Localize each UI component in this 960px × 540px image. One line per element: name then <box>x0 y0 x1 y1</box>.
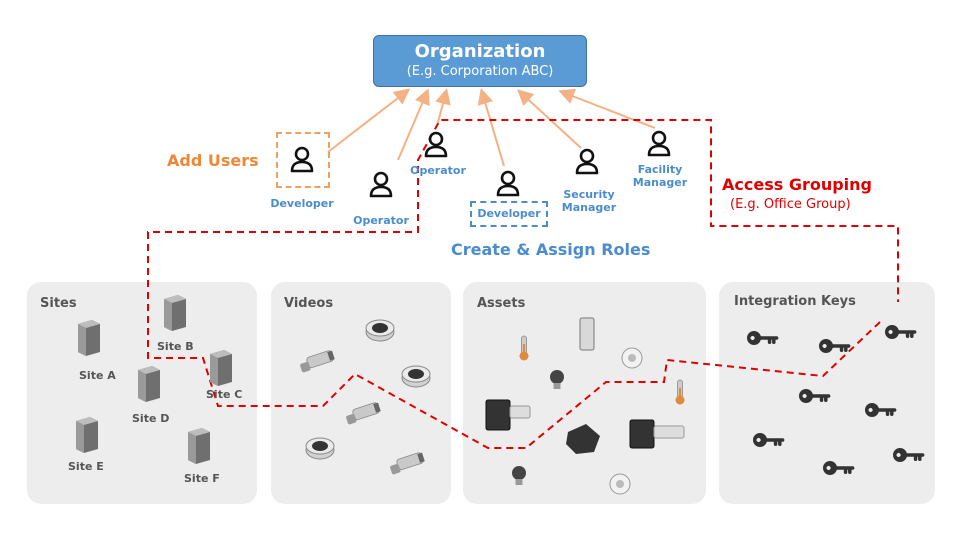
building-icon <box>138 366 160 402</box>
dome-camera-icon <box>305 437 335 460</box>
user-role-label: Facility Manager <box>632 163 688 189</box>
smoke-detector-icon <box>609 473 631 495</box>
user-icon <box>575 148 599 175</box>
site-label: Site B <box>157 340 194 353</box>
security-camera-icon <box>389 451 426 476</box>
dome-camera-icon <box>365 319 395 342</box>
card-icon <box>509 405 531 419</box>
site-label: Site A <box>79 369 116 382</box>
key-icon <box>860 391 898 429</box>
site-label: Site F <box>184 472 220 485</box>
key-icon <box>818 449 856 487</box>
security-camera-icon <box>345 401 382 426</box>
key-icon <box>814 327 852 365</box>
building-icon <box>210 350 232 386</box>
user-role-label: Operator <box>353 214 409 227</box>
user-role-label: Operator <box>410 164 466 177</box>
user-role-label: Security Manager <box>561 188 617 214</box>
user-icon <box>647 130 671 157</box>
security-camera-icon <box>299 349 336 374</box>
assets-title: Assets <box>477 296 526 311</box>
key-icon <box>888 436 926 474</box>
door-sensor-icon <box>579 317 595 351</box>
access-grouping-title: Access Grouping <box>722 175 873 194</box>
organization-node: Organization (E.g. Corporation ABC) <box>373 35 587 87</box>
organization-subtitle: (E.g. Corporation ABC) <box>406 64 554 79</box>
building-icon <box>164 295 186 331</box>
card-reader-icon <box>485 399 511 431</box>
key-icon <box>880 313 918 351</box>
card-reader-icon <box>629 419 655 449</box>
thermometer-icon <box>519 335 529 361</box>
access-grouping-line <box>147 119 899 449</box>
dome-camera-icon <box>401 365 431 388</box>
site-label: Site E <box>68 460 104 473</box>
sites-title: Sites <box>40 296 77 311</box>
site-label: Site C <box>206 388 243 401</box>
roles-label: Create & Assign Roles <box>451 240 651 259</box>
access-grouping-subtitle: (E.g. Office Group) <box>730 197 851 212</box>
videos-panel <box>271 282 451 504</box>
user-to-org-arrows <box>327 88 656 167</box>
user-icon <box>369 171 393 198</box>
site-label: Site D <box>132 412 170 425</box>
user-icon <box>496 170 520 197</box>
thermometer-icon <box>675 379 685 405</box>
user-icon <box>424 131 448 158</box>
building-icon <box>78 320 100 356</box>
light-bulb-icon <box>512 466 526 485</box>
key-icon <box>742 319 780 357</box>
smart-meter-icon <box>566 424 600 454</box>
key-icon <box>794 377 832 415</box>
user-role-label: Developer <box>270 197 334 210</box>
key-icon <box>748 421 786 459</box>
integration-keys-title: Integration Keys <box>734 294 856 309</box>
add-users-label: Add Users <box>167 151 259 170</box>
videos-title: Videos <box>284 296 334 311</box>
new-user-highlight <box>276 132 330 188</box>
light-bulb-icon <box>550 370 564 389</box>
card-icon <box>653 425 685 439</box>
building-icon <box>76 417 98 453</box>
user-role-label: Developer <box>470 201 548 227</box>
smoke-detector-icon <box>621 347 643 369</box>
organization-title: Organization <box>414 41 546 62</box>
building-icon <box>188 428 210 464</box>
